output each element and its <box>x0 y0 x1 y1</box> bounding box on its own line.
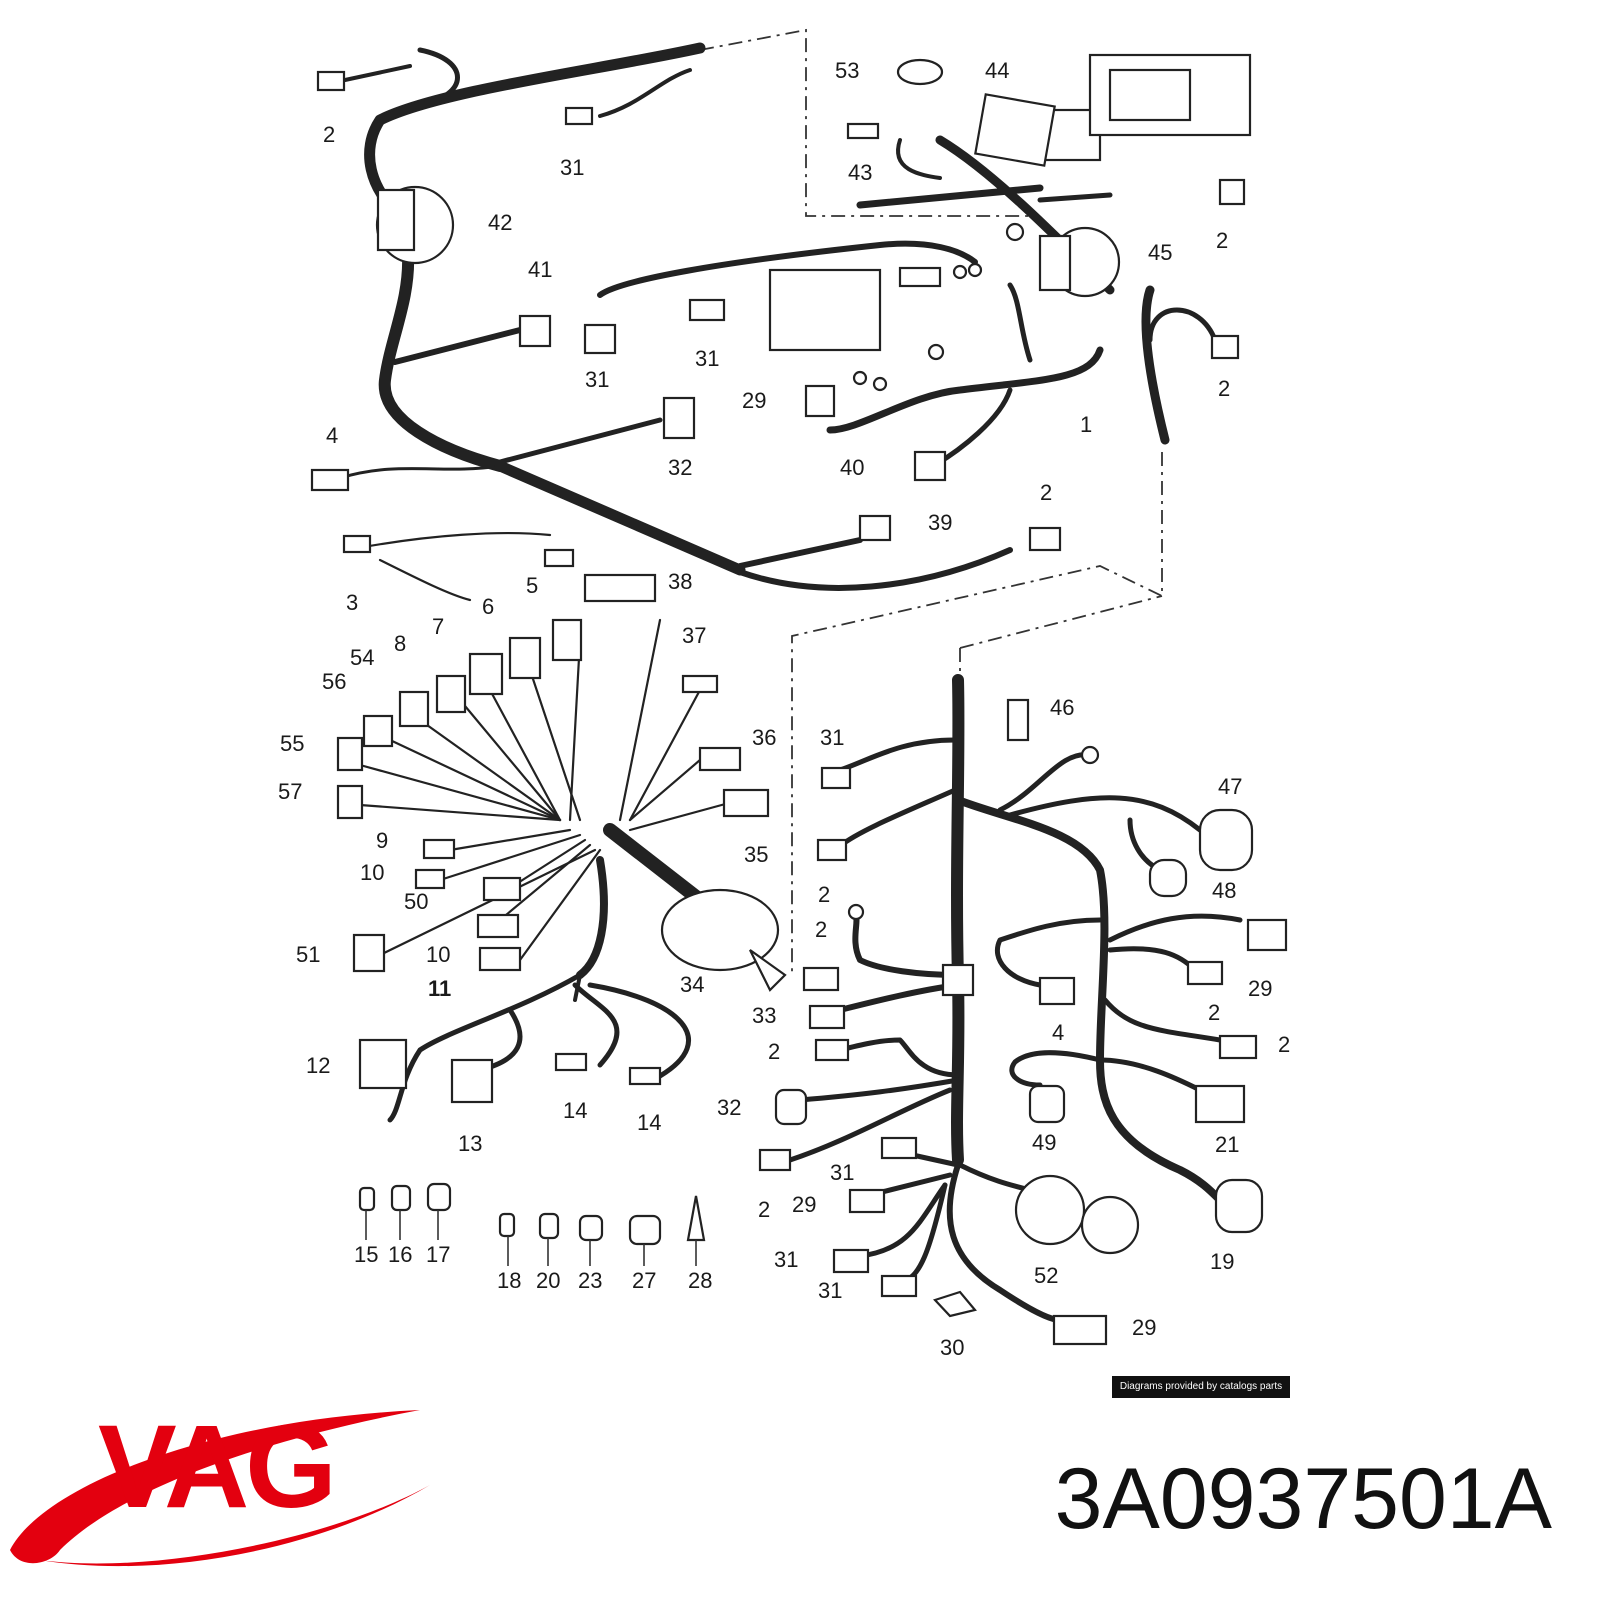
left-harness <box>356 532 787 1123</box>
callout-label: 12 <box>306 1053 330 1078</box>
section-boundaries <box>699 28 1163 972</box>
callout-label: 29 <box>742 388 766 413</box>
callout-label: 2 <box>815 917 827 942</box>
callout-label: 36 <box>752 725 776 750</box>
callout-label: 2 <box>1216 228 1228 253</box>
callout-label: 2 <box>758 1197 770 1222</box>
callout-label: 46 <box>1050 695 1074 720</box>
callout-label: 32 <box>717 1095 741 1120</box>
callout-label: 18 <box>497 1268 521 1293</box>
callout-label: 42 <box>488 210 512 235</box>
right-connectors <box>758 698 1288 1346</box>
callout-label: 28 <box>688 1268 712 1293</box>
callout-label: 17 <box>426 1242 450 1267</box>
callout-label: 41 <box>528 257 552 282</box>
callout-label: 23 <box>578 1268 602 1293</box>
callout-label: 49 <box>1032 1130 1056 1155</box>
callout-label: 2 <box>1040 480 1052 505</box>
vag-logo-swoosh <box>10 1410 430 1567</box>
callout-label: 33 <box>752 1003 776 1028</box>
callout-label: 50 <box>404 889 428 914</box>
callout-label: 39 <box>928 510 952 535</box>
callout-label: 43 <box>848 160 872 185</box>
callout-label: 3 <box>346 590 358 615</box>
callout-label: 2 <box>818 882 830 907</box>
callout-label: 11 <box>428 976 451 1001</box>
callout-label: 37 <box>682 623 706 648</box>
part-number: 3A0937501A <box>1054 1451 1552 1547</box>
callout-label: 32 <box>668 455 692 480</box>
callout-label: 29 <box>792 1192 816 1217</box>
callout-label: 8 <box>394 631 406 656</box>
callout-label: 52 <box>1034 1263 1058 1288</box>
callout-label: 27 <box>632 1268 656 1293</box>
callout-label: 31 <box>820 725 844 750</box>
callout-label: 13 <box>458 1131 482 1156</box>
callout-label: 34 <box>680 972 704 997</box>
callout-label: 54 <box>350 645 374 670</box>
callout-label: 38 <box>668 569 692 594</box>
callout-label: 35 <box>744 842 768 867</box>
callout-label: 45 <box>1148 240 1172 265</box>
callout-label: 2 <box>323 122 335 147</box>
callout-label: 40 <box>840 455 864 480</box>
callout-label: 31 <box>818 1278 842 1303</box>
right-harness <box>787 674 1243 1323</box>
callout-label: 56 <box>322 669 346 694</box>
callout-label: 55 <box>280 731 304 756</box>
credit-badge: Diagrams provided by catalogs parts <box>1112 1376 1290 1398</box>
callout-label: 31 <box>830 1160 854 1185</box>
callout-label: 4 <box>326 423 338 448</box>
callout-label: 57 <box>278 779 302 804</box>
callout-label: 15 <box>354 1242 378 1267</box>
callout-label: 2 <box>768 1039 780 1064</box>
brand-logo-text: VAG <box>98 1401 337 1533</box>
callout-label: 2 <box>1278 1032 1290 1057</box>
callout-label: 31 <box>560 155 584 180</box>
callout-label: 10 <box>360 860 384 885</box>
callout-label: 1 <box>1080 412 1092 437</box>
callout-label: 16 <box>388 1242 412 1267</box>
upper-harness <box>338 42 1218 591</box>
callout-label: 30 <box>940 1335 964 1360</box>
callout-label: 7 <box>432 614 444 639</box>
callout-label: 14 <box>637 1110 661 1135</box>
callout-label: 31 <box>695 346 719 371</box>
callout-label: 2 <box>1208 1000 1220 1025</box>
callout-label: 20 <box>536 1268 560 1293</box>
callout-label: 29 <box>1132 1315 1156 1340</box>
grommets <box>358 1182 706 1266</box>
callout-label: 29 <box>1248 976 1272 1001</box>
callout-label: 48 <box>1212 878 1236 903</box>
callout-label: 44 <box>985 58 1009 83</box>
callout-label: 51 <box>296 942 320 967</box>
callout-label: 4 <box>1052 1020 1064 1045</box>
callout-label: 5 <box>526 573 538 598</box>
callout-label: 19 <box>1210 1249 1234 1274</box>
callout-label: 6 <box>482 594 494 619</box>
callout-label: 31 <box>585 367 609 392</box>
callout-label: 14 <box>563 1098 587 1123</box>
upper-connectors <box>310 53 1252 552</box>
left-connectors <box>336 534 770 1104</box>
callout-label: 10 <box>426 942 450 967</box>
callout-label: 9 <box>376 828 388 853</box>
callout-label: 47 <box>1218 774 1242 799</box>
callout-label: 2 <box>1218 376 1230 401</box>
callout-label: 21 <box>1215 1132 1239 1157</box>
callout-label: 53 <box>835 58 859 83</box>
callout-label: 31 <box>774 1247 798 1272</box>
